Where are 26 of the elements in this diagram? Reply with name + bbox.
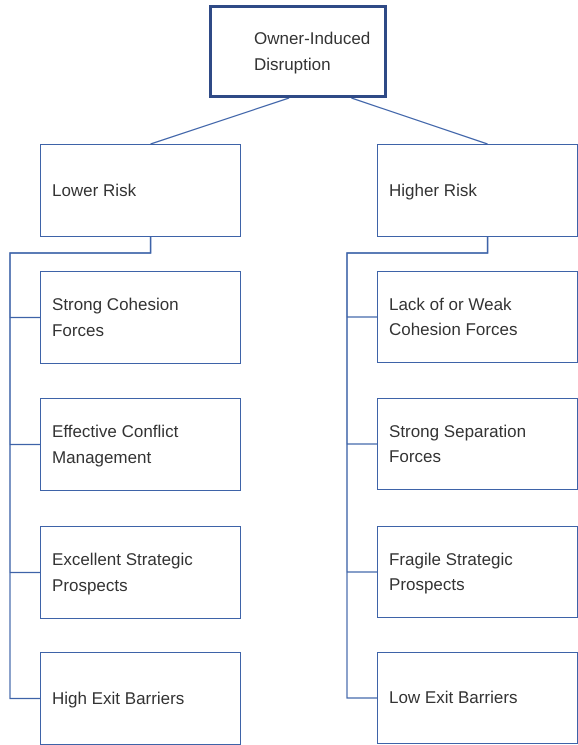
box-label: Lower Risk (52, 180, 138, 202)
connector-line (9, 237, 152, 700)
connector-line (351, 97, 488, 145)
category-box (40, 398, 241, 491)
box-label: High Exit Barriers (52, 688, 186, 710)
category-box (377, 652, 578, 744)
box-label: Owner-Induced Disruption (254, 28, 372, 76)
box-label: Excellent Strategic Prospects (52, 549, 194, 596)
category-box (40, 652, 241, 745)
box-label: Low Exit Barriers (389, 687, 518, 710)
box-label: Fragile Strategic Prospects (389, 548, 514, 596)
category-box (40, 526, 241, 619)
category-box (377, 526, 578, 618)
connector-line (346, 237, 488, 699)
connector-line (150, 97, 290, 145)
category-box (377, 144, 578, 237)
box-label: Strong Separation Forces (389, 420, 528, 468)
box-label: Strong Cohesion Forces (52, 294, 180, 342)
box-label: Higher Risk (389, 180, 478, 202)
category-box (40, 144, 241, 237)
category-box (377, 398, 578, 490)
category-box (40, 271, 241, 364)
box-label: Effective Conflict Management (52, 421, 180, 468)
title-box (209, 5, 387, 98)
box-label: Lack of or Weak Cohesion Forces (389, 294, 519, 341)
category-box (377, 271, 578, 363)
